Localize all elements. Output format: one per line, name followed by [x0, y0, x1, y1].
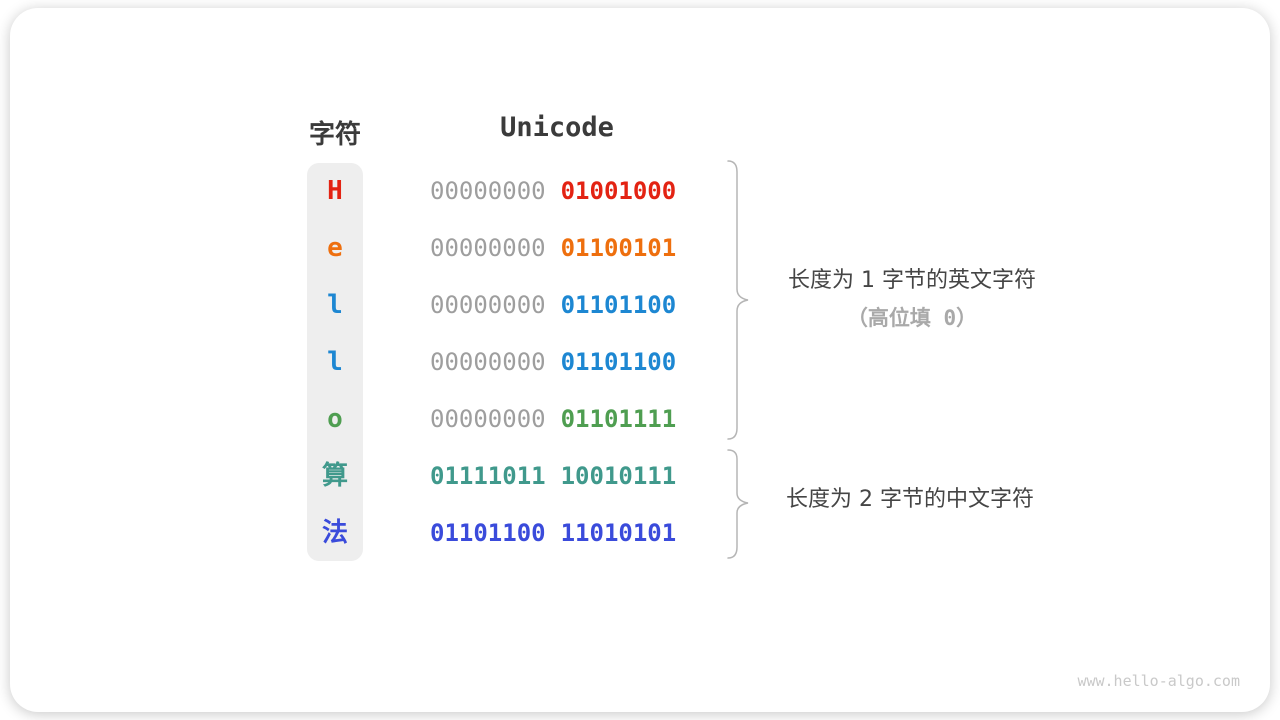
char-cell: H: [327, 176, 343, 206]
table-row: e 00000000 01100101: [0, 220, 1280, 277]
char-cell: 法: [321, 518, 348, 548]
table-row: 法 01101100 11010101: [0, 505, 1280, 562]
binary-cell: 00000000 01101100: [430, 334, 676, 391]
char-cell: o: [327, 404, 343, 434]
high-byte-value: 01101100: [430, 519, 546, 547]
column-header-unicode: Unicode: [500, 112, 614, 143]
watermark-url: www.hello-algo.com: [1077, 672, 1240, 690]
annotation-1byte: 长度为 1 字节的英文字符 （高位填 0）: [760, 267, 1064, 331]
low-byte-value: 01101100: [560, 291, 677, 319]
annotation-1byte-text: 长度为 1 字节的英文字符: [788, 268, 1036, 293]
table-row: H 00000000 01001000: [0, 163, 1280, 220]
brace-2byte-group-icon: [727, 449, 749, 559]
binary-cell: 01101100 11010101: [430, 505, 676, 562]
column-header-char: 字符: [308, 120, 361, 150]
binary-cell: 00000000 01101111: [430, 391, 676, 448]
high-byte-value: 00000000: [430, 234, 546, 262]
char-column-background: [307, 163, 363, 561]
binary-cell: 00000000 01101100: [430, 277, 676, 334]
annotation-1byte-note: （高位填 0）: [846, 306, 978, 330]
high-byte-value: 01111011: [430, 462, 546, 490]
low-byte-value: 10010111: [560, 462, 677, 490]
binary-cell: 01111011 10010111: [430, 448, 676, 505]
annotation-2byte: 长度为 2 字节的中文字符: [786, 487, 1034, 512]
char-cell: 算: [321, 461, 348, 491]
low-byte-value: 01101111: [560, 405, 677, 433]
low-byte-value: 01001000: [560, 177, 677, 205]
table-row: o 00000000 01101111: [0, 391, 1280, 448]
high-byte-value: 00000000: [430, 405, 546, 433]
high-byte-value: 00000000: [430, 177, 546, 205]
table-row: l 00000000 01101100: [0, 277, 1280, 334]
binary-cell: 00000000 01100101: [430, 220, 676, 277]
high-byte-value: 00000000: [430, 291, 546, 319]
table-row: l 00000000 01101100: [0, 334, 1280, 391]
figure-card: [10, 8, 1270, 712]
low-byte-value: 01101100: [560, 348, 677, 376]
char-cell: l: [327, 347, 343, 377]
table-row: 算 01111011 10010111: [0, 448, 1280, 505]
binary-cell: 00000000 01001000: [430, 163, 676, 220]
low-byte-value: 11010101: [560, 519, 677, 547]
char-cell: e: [327, 233, 343, 263]
char-cell: l: [327, 290, 343, 320]
brace-1byte-group-icon: [727, 160, 749, 440]
low-byte-value: 01100101: [560, 234, 677, 262]
high-byte-value: 00000000: [430, 348, 546, 376]
